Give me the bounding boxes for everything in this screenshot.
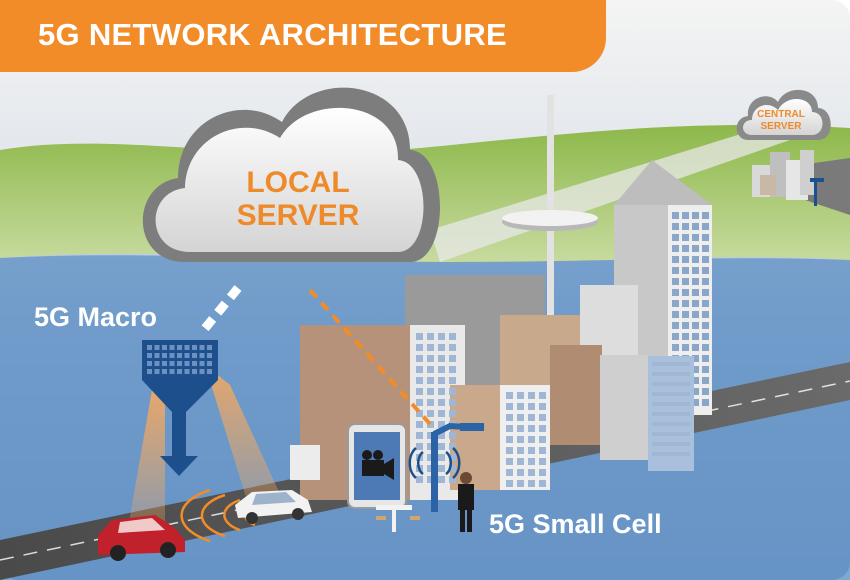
small-cell-pole-icon (408, 422, 485, 512)
tablet-icon (347, 423, 407, 509)
central-server-label: CENTRAL (757, 109, 805, 120)
cafe-table (376, 505, 420, 532)
local-server-cloud-icon (142, 87, 440, 262)
macro-link (198, 285, 242, 335)
person-icon (458, 472, 474, 532)
central-city (752, 150, 824, 206)
macro-beam-right (205, 365, 285, 510)
macro-beam-left (128, 390, 165, 528)
city-tower (502, 95, 598, 425)
macro-label: 5G Macro (34, 302, 158, 332)
central-server-label: SERVER (760, 121, 802, 132)
local-server-label: LOCAL (246, 166, 350, 199)
small-cell-link (308, 288, 432, 426)
small-cell-label: 5G Small Cell (489, 509, 662, 539)
local-server-label: SERVER (236, 199, 360, 232)
macro-tower-icon (142, 340, 218, 476)
car-icon (235, 490, 312, 524)
video-camera-icon (362, 450, 394, 480)
page-title: 5G NETWORK ARCHITECTURE (38, 17, 508, 52)
building-windows (416, 333, 690, 487)
central-server-cloud-icon (736, 89, 831, 140)
car-icon (98, 515, 185, 561)
title-banner: 5G NETWORK ARCHITECTURE (0, 0, 606, 72)
